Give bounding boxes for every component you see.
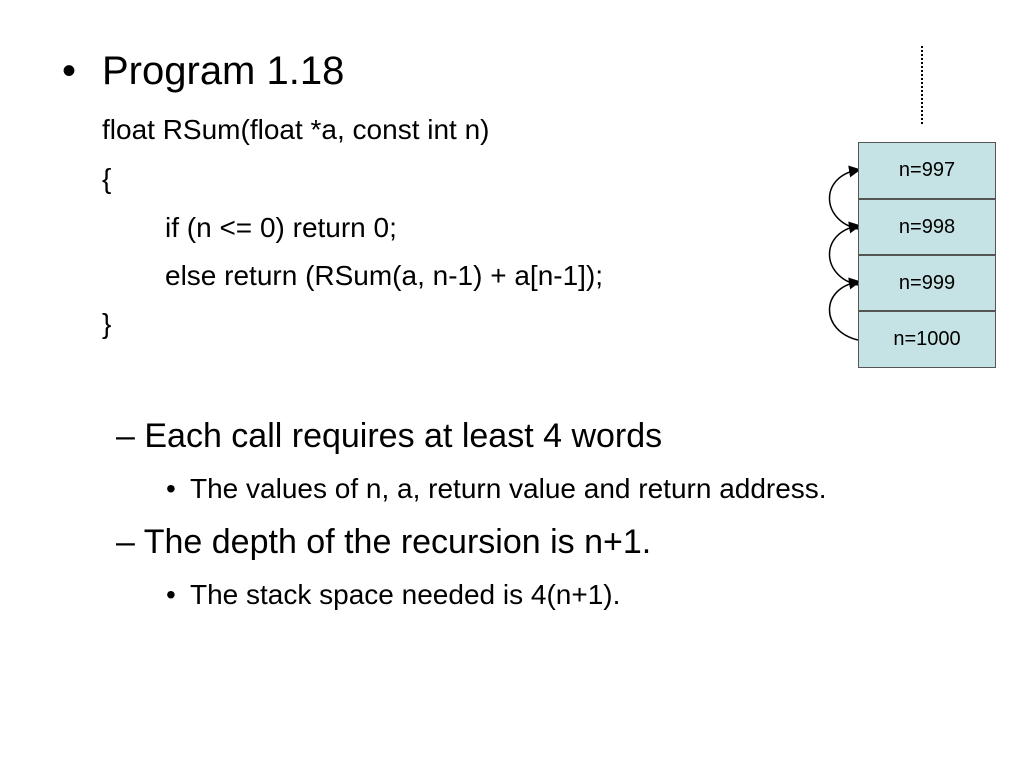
recursion-arrow: [828, 277, 861, 341]
code-line: float RSum(float *a, const int n): [102, 114, 490, 145]
stack-frame-label: n=999: [898, 271, 956, 294]
sub-point-item: The stack space needed is 4(n+1).: [190, 579, 621, 610]
slide-title: Program 1.18: [102, 49, 345, 93]
point-item: – The depth of the recursion is n+1.: [116, 523, 652, 561]
sub-bullet: •: [166, 579, 176, 610]
title-bullet: •: [62, 49, 77, 93]
code-line: else return (RSum(a, n-1) + a[n-1]);: [165, 260, 604, 291]
sub-bullet: •: [166, 473, 176, 504]
stack-frame-label: n=1000: [893, 328, 961, 350]
code-line: if (n <= 0) return 0;: [165, 212, 397, 243]
code-line: }: [102, 308, 112, 339]
recursion-arrow: [828, 221, 861, 286]
stack-frame-label: n=997: [898, 159, 956, 181]
stack-frame: n=999: [858, 255, 996, 311]
stack-frame-label: n=998: [898, 215, 956, 238]
stack-frame: n=998: [858, 199, 996, 255]
stack-frame: n=1000: [858, 311, 996, 368]
sub-point-item: The values of n, a, return value and ret…: [190, 473, 827, 504]
recursion-arrow: [828, 165, 861, 230]
code-line: {: [102, 163, 112, 194]
point-item: – Each call requires at least 4 words: [116, 417, 663, 455]
stack-frame: n=997: [858, 142, 996, 199]
